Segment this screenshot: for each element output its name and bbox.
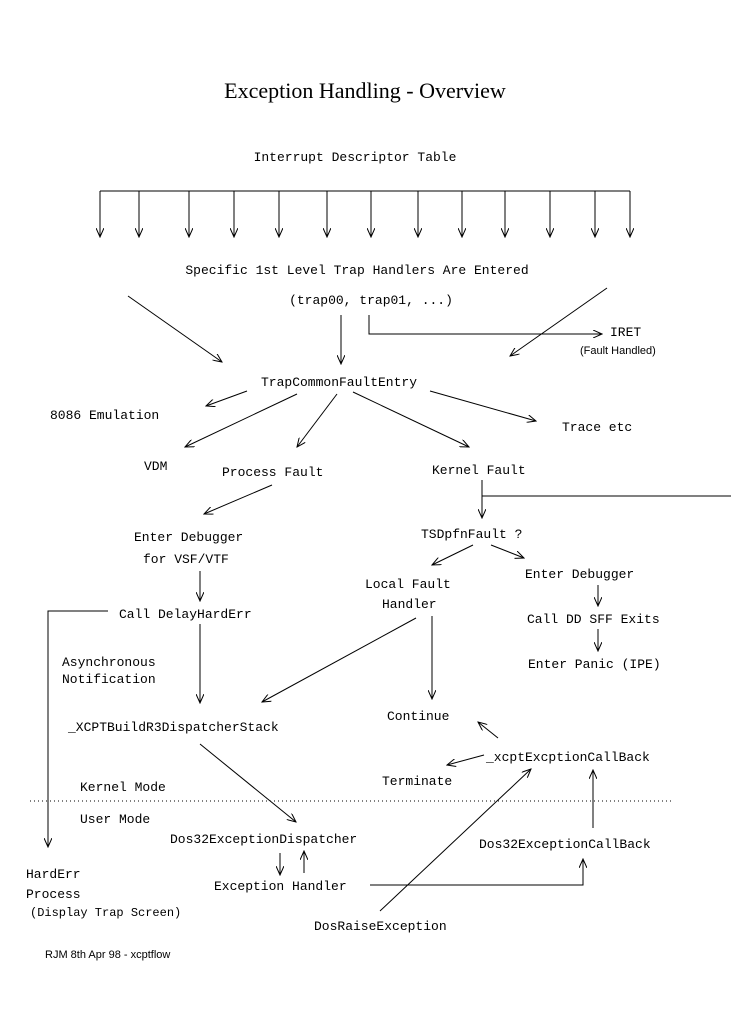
local-fault-label: Local Fault <box>365 577 451 592</box>
async-label: Asynchronous <box>62 655 156 670</box>
arrow-to-trace <box>429 390 536 421</box>
iret-label: IRET <box>610 325 641 340</box>
emulation-8086-label: 8086 Emulation <box>50 408 159 423</box>
harderr-display-label: (Display Trap Screen) <box>30 906 181 920</box>
arrow-local-fault-to-build-r3 <box>262 617 417 702</box>
notification-label: Notification <box>62 672 156 687</box>
harderr-process-label: Process <box>26 887 81 902</box>
dos32-callback-label: Dos32ExceptionCallBack <box>479 837 651 852</box>
arrow-to-kernel-fault <box>352 391 469 447</box>
dos32-dispatcher-label: Dos32ExceptionDispatcher <box>170 832 357 847</box>
build-r3-label: _XCPTBuildR3DispatcherStack <box>67 720 279 735</box>
arrow-delayharderr-to-harderr <box>48 610 108 847</box>
arrow-build-r3-to-dispatcher <box>199 743 296 822</box>
arrow-callback-to-continue <box>478 722 499 739</box>
arrow-to-vdm <box>185 393 298 447</box>
local-fault-handler-label: Handler <box>382 597 437 612</box>
enter-panic-label: Enter Panic (IPE) <box>528 657 661 672</box>
xcpt-callback-label: _xcptExcptionCallBack <box>485 750 650 765</box>
arrow-dosraise-to-xcpt-callback <box>379 769 531 912</box>
fault-handled-label: (Fault Handled) <box>580 345 656 357</box>
arrow-to-8086 <box>206 390 248 406</box>
idt-entry-arrows <box>100 191 630 237</box>
idt-label: Interrupt Descriptor Table <box>254 150 457 165</box>
continue-label: Continue <box>387 709 449 724</box>
arrow-process-fault-to-debugger <box>204 484 273 514</box>
enter-debugger-vsf-sub: for VSF/VTF <box>143 552 229 567</box>
trace-label: Trace etc <box>562 420 632 435</box>
arrow-tsd-to-enter-debugger <box>490 544 524 558</box>
arrow-left-diag-to-trapcommon <box>127 295 222 362</box>
process-fault-label: Process Fault <box>222 465 323 480</box>
arrow-callback-to-terminate <box>447 754 485 765</box>
dos-raise-exception-label: DosRaiseException <box>314 919 447 934</box>
terminate-label: Terminate <box>382 774 452 789</box>
tsd-pfn-fault-label: TSDpfnFault ? <box>421 527 522 542</box>
call-delayharderr-label: Call DelayHardErr <box>119 607 252 622</box>
enter-debugger-vsf-label: Enter Debugger <box>134 530 243 545</box>
exception-handler-label: Exception Handler <box>214 879 347 894</box>
trapcommon-label: TrapCommonFaultEntry <box>261 375 417 390</box>
diagram-title: Exception Handling - Overview <box>224 78 506 103</box>
arrow-handler-to-dos32-callback <box>370 859 583 886</box>
kernel-mode-label: Kernel Mode <box>80 780 166 795</box>
arrow-traps-to-iret <box>368 315 602 334</box>
arrow-right-diag-to-trapcommon <box>510 287 608 356</box>
call-dd-sff-label: Call DD SFF Exits <box>527 612 660 627</box>
kernel-fault-label: Kernel Fault <box>432 463 526 478</box>
trap-handlers-label: Specific 1st Level Trap Handlers Are Ent… <box>185 263 528 278</box>
vdm-label: VDM <box>144 459 167 474</box>
trap-list-label: (trap00, trap01, ...) <box>289 293 453 308</box>
footer-credit: RJM 8th Apr 98 - xcptflow <box>45 949 170 961</box>
user-mode-label: User Mode <box>80 812 150 827</box>
harderr-label: HardErr <box>26 867 81 882</box>
arrow-tsd-to-local-fault <box>432 544 474 565</box>
enter-debugger-kernel-label: Enter Debugger <box>525 567 634 582</box>
arrow-to-process-fault <box>297 393 338 447</box>
